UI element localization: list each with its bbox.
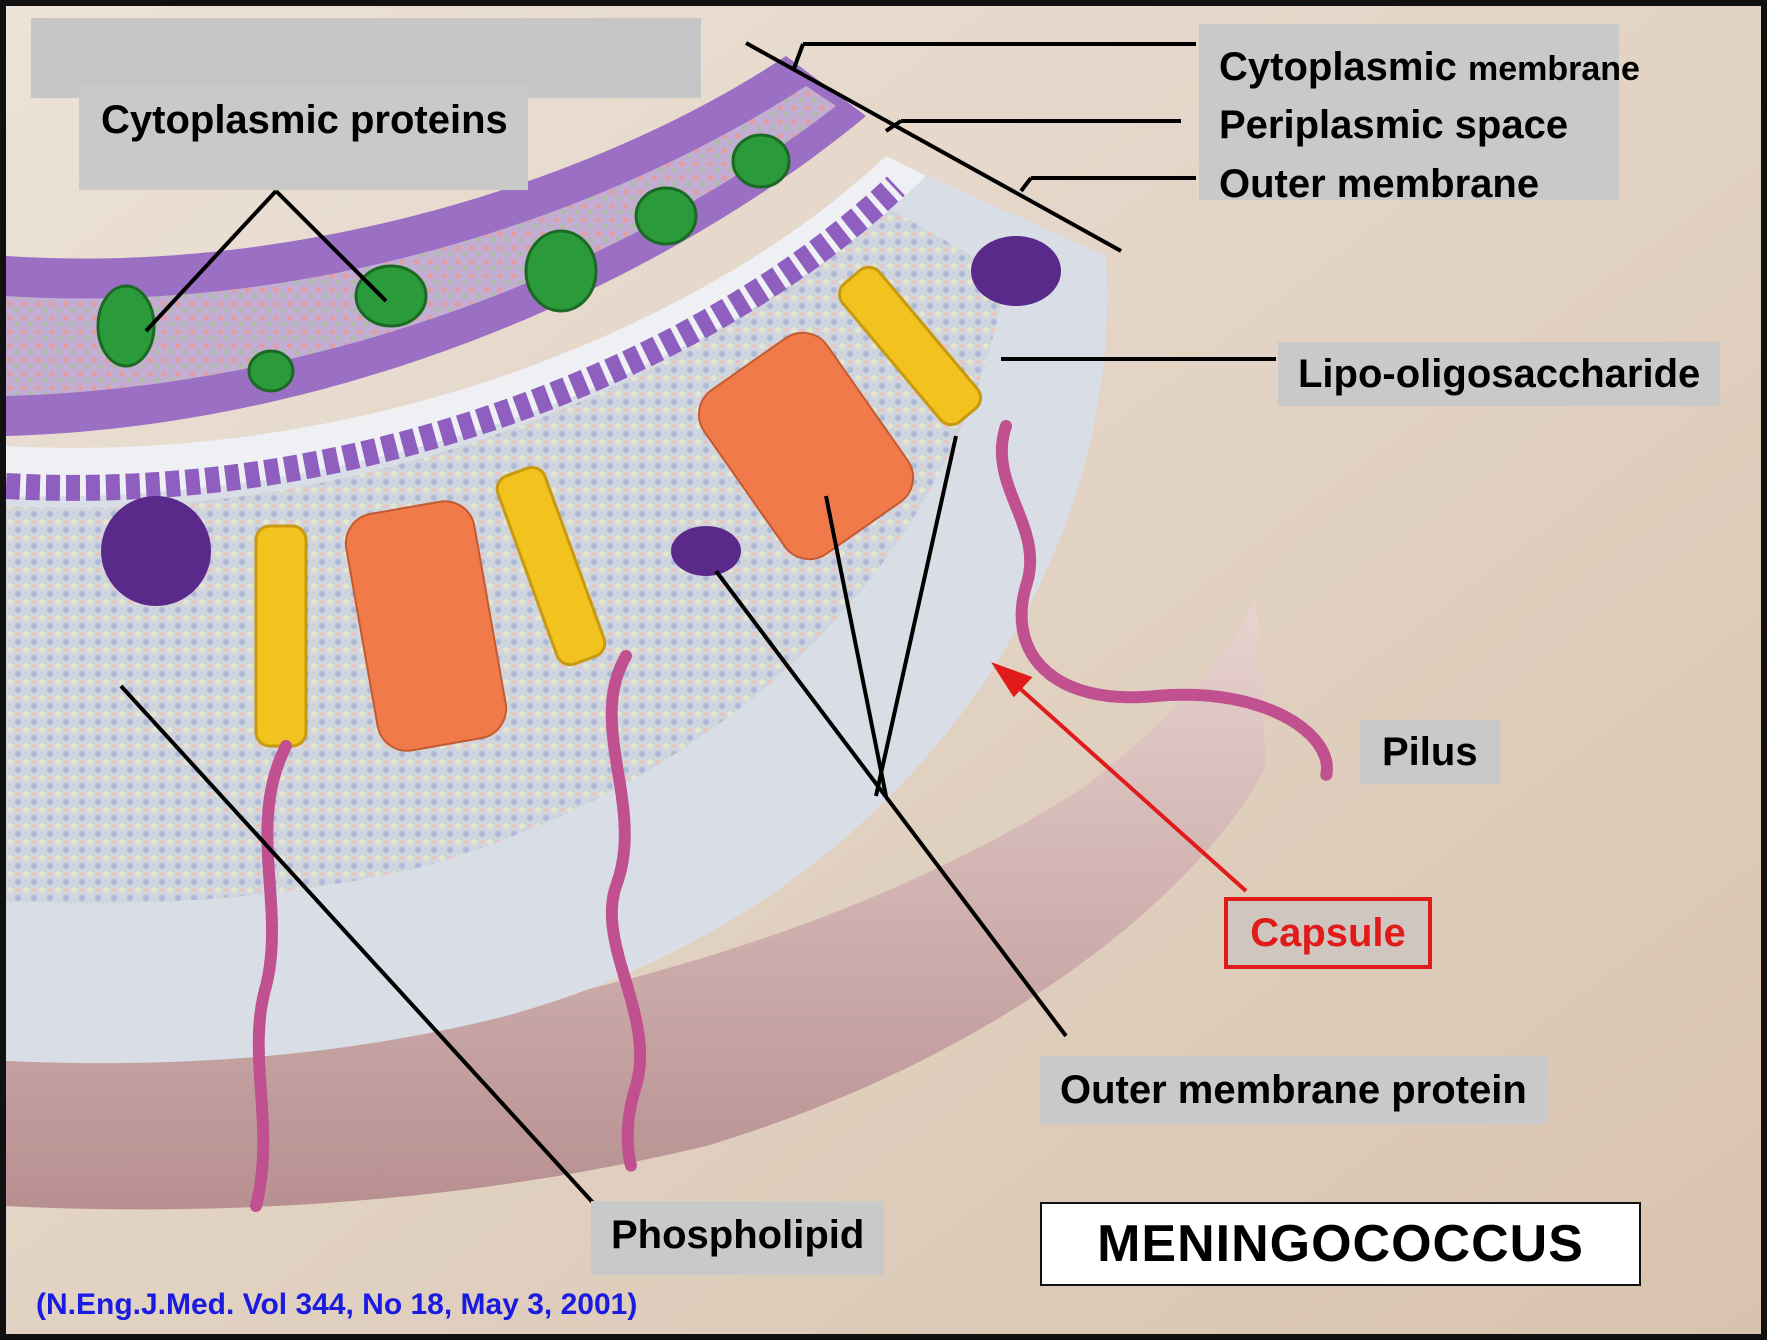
label-membranes-group: Cytoplasmic membrane Periplasmic space O… bbox=[1199, 24, 1619, 200]
label-lipo-oligosaccharide: Lipo-oligosaccharide bbox=[1278, 342, 1720, 406]
label-capsule: Capsule bbox=[1224, 897, 1432, 969]
label-cytoplasmic-proteins-text: Cytoplasmic proteins bbox=[101, 98, 508, 142]
citation-text: (N.Eng.J.Med. Vol 344, No 18, May 3, 200… bbox=[36, 1288, 637, 1322]
label-periplasmic-space: Periplasmic space bbox=[1219, 96, 1599, 154]
label-outer-membrane: Outer membrane bbox=[1219, 155, 1599, 213]
label-cytoplasmic-membrane-word1: Cytoplasmic bbox=[1219, 45, 1457, 89]
diagram-title: MENINGOCOCCUS bbox=[1040, 1202, 1641, 1286]
label-cytoplasmic-membrane-word2: membrane bbox=[1468, 50, 1640, 88]
label-cytoplasmic-proteins: Cytoplasmic proteins bbox=[79, 86, 528, 190]
label-cytoplasmic-membrane: Cytoplasmic membrane bbox=[1219, 38, 1599, 96]
label-outer-membrane-protein: Outer membrane protein bbox=[1040, 1056, 1547, 1124]
label-phospholipid: Phospholipid bbox=[591, 1201, 884, 1275]
label-pilus: Pilus bbox=[1360, 720, 1500, 784]
